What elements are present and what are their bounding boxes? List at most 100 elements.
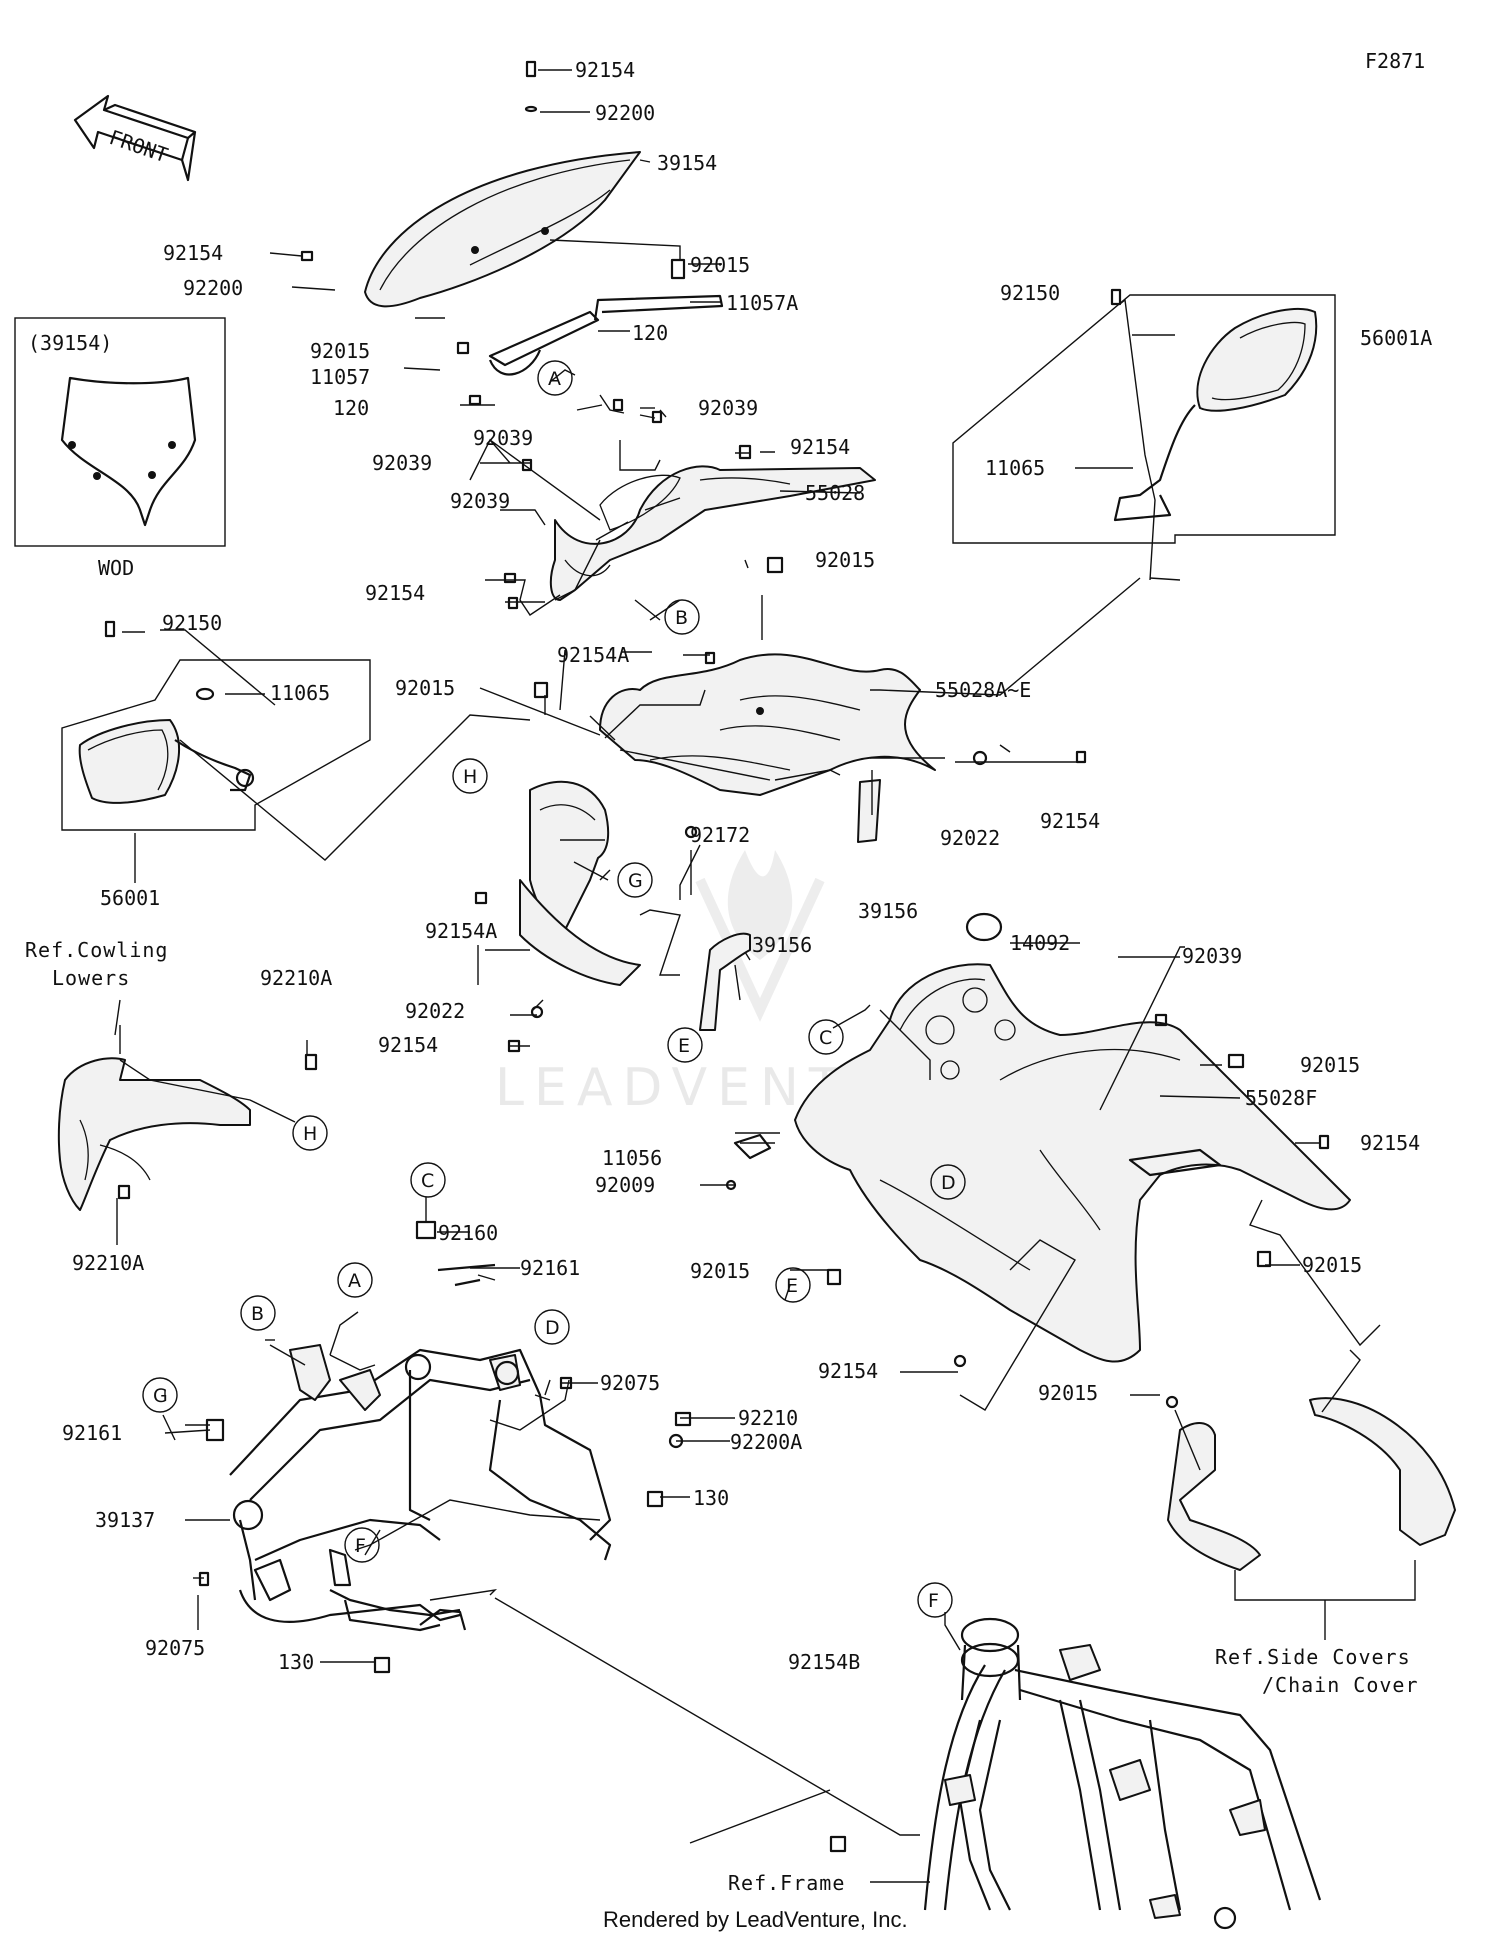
part-label: 130 <box>693 1486 729 1510</box>
callout: C <box>410 1162 446 1198</box>
callout: D <box>930 1164 966 1200</box>
part-label: 92210A <box>72 1251 144 1275</box>
part-label: 92022 <box>940 826 1000 850</box>
part-label: 130 <box>278 1650 314 1674</box>
part-label: 120 <box>333 396 369 420</box>
inset-caption: WOD <box>98 556 134 580</box>
part-label: 92200 <box>595 101 655 125</box>
footer-credit: Rendered by LeadVenture, Inc. <box>603 1907 908 1932</box>
part-label: 92160 <box>438 1221 498 1245</box>
callout: G <box>142 1377 178 1413</box>
callout: F <box>344 1527 380 1563</box>
callout: B <box>240 1295 276 1331</box>
part-label: 55028 <box>805 481 865 505</box>
cowling-lowers-ref-part <box>57 1057 251 1211</box>
diagram-id: F2871 <box>1365 49 1425 73</box>
callout: C <box>808 1019 844 1055</box>
svg-text:B: B <box>251 1303 264 1325</box>
part-label: 56001 <box>100 886 160 910</box>
svg-text:D: D <box>941 1172 956 1194</box>
part-label: 92154 <box>365 581 425 605</box>
part-label: 92154 <box>575 58 635 82</box>
front-arrow-label: FRONT <box>106 125 171 167</box>
part-label: 92172 <box>690 823 750 847</box>
svg-text:G: G <box>153 1385 168 1407</box>
callout: E <box>775 1267 811 1303</box>
part-label: 92015 <box>310 339 370 363</box>
svg-text:G: G <box>628 870 643 892</box>
part-label: 11065 <box>270 681 330 705</box>
callout: D <box>534 1309 570 1345</box>
side-cover-ref-parts <box>1167 1397 1456 1571</box>
part-label: 39156 <box>752 933 812 957</box>
part-label: 11057A <box>726 291 798 315</box>
svg-text:H: H <box>463 766 477 788</box>
part-label: 92015 <box>690 253 750 277</box>
hardware-items <box>104 60 1330 1853</box>
upper-inner-cowl-part <box>549 465 876 601</box>
windshield-inset: (39154) WOD <box>14 317 226 580</box>
part-label: 92015 <box>815 548 875 572</box>
reference-labels: Ref.Cowling Lowers Ref.Side Covers /Chai… <box>25 938 1419 1895</box>
svg-text:B: B <box>675 607 688 629</box>
part-label: 92039 <box>473 426 533 450</box>
callout: G <box>617 862 653 898</box>
part-label: 92039 <box>372 451 432 475</box>
grommet-part <box>965 912 1003 942</box>
callout: E <box>667 1027 703 1063</box>
part-label: 56001A <box>1360 326 1432 350</box>
ref-side-covers-line2: /Chain Cover <box>1262 1673 1419 1697</box>
part-label: 92154A <box>557 643 629 667</box>
trim-strips <box>699 779 881 1031</box>
part-label: 92039 <box>450 489 510 513</box>
svg-text:F: F <box>355 1535 366 1557</box>
svg-text:D: D <box>545 1317 560 1339</box>
part-labels: 92154 92200 39154 92154 92200 92015 1105… <box>62 58 1432 1674</box>
inset-part-number: (39154) <box>28 331 112 355</box>
part-label: 92015 <box>1038 1381 1098 1405</box>
part-label: 11057 <box>310 365 370 389</box>
svg-text:H: H <box>303 1123 317 1145</box>
part-label: 11065 <box>985 456 1045 480</box>
part-label: 92039 <box>1182 944 1242 968</box>
callout: A <box>537 360 573 396</box>
part-label: 92154 <box>1040 809 1100 833</box>
part-label: 92154 <box>1360 1131 1420 1155</box>
part-label: 39154 <box>657 151 717 175</box>
part-label: 92161 <box>520 1256 580 1280</box>
svg-text:E: E <box>786 1275 798 1297</box>
svg-text:C: C <box>819 1027 832 1049</box>
part-label: 92150 <box>162 611 222 635</box>
ref-cowling-lowers-line2: Lowers <box>52 966 130 990</box>
part-label: 92015 <box>395 676 455 700</box>
windshield-bracket-parts <box>488 258 724 376</box>
ref-side-covers-line1: Ref.Side Covers <box>1215 1645 1411 1669</box>
front-arrow-icon: FRONT <box>73 94 197 182</box>
callout: B <box>664 599 700 635</box>
part-label: 92015 <box>1300 1053 1360 1077</box>
windshield-part <box>364 151 641 308</box>
part-label: 92210 <box>738 1406 798 1430</box>
part-label: 92161 <box>62 1421 122 1445</box>
part-label: 92075 <box>145 1636 205 1660</box>
part-label: 120 <box>632 321 668 345</box>
svg-text:A: A <box>348 1270 361 1292</box>
part-label: 92150 <box>1000 281 1060 305</box>
part-label: 92200A <box>730 1430 802 1454</box>
part-label: 92039 <box>698 396 758 420</box>
part-label: 92009 <box>595 1173 655 1197</box>
part-label: 55028F <box>1245 1086 1317 1110</box>
left-mirror-part <box>61 659 371 831</box>
part-label: 14092 <box>1010 931 1070 955</box>
frame-ref-part <box>923 1617 1322 1930</box>
upper-cowl-part <box>599 653 936 796</box>
large-fairing-part <box>794 963 1351 1363</box>
part-label: 11056 <box>602 1146 662 1170</box>
part-label: 39137 <box>95 1508 155 1532</box>
ref-cowling-lowers-line1: Ref.Cowling <box>25 938 168 962</box>
part-label: 92154A <box>425 919 497 943</box>
part-label: 92210A <box>260 966 332 990</box>
part-label: 92015 <box>690 1259 750 1283</box>
subframe-part <box>229 1344 612 1632</box>
